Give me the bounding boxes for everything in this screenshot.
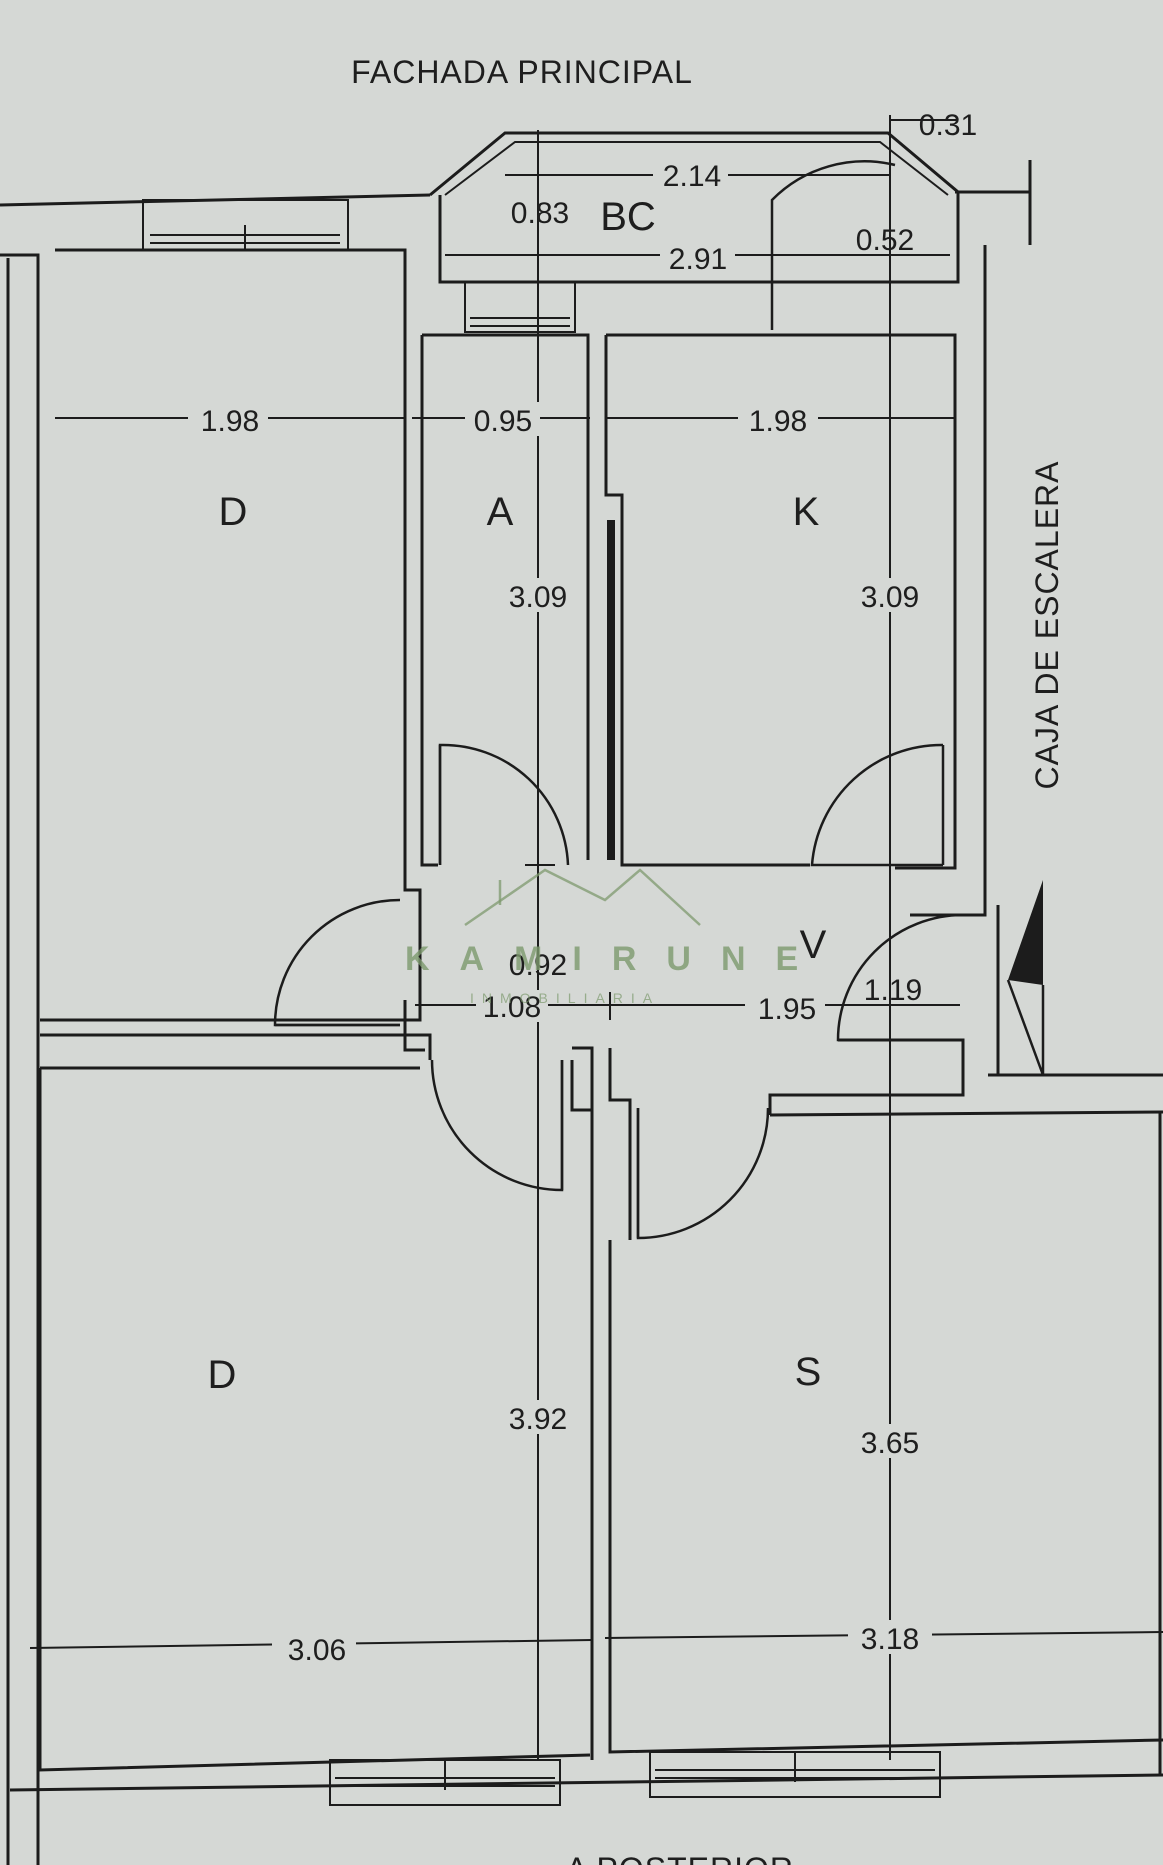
labels: FACHADA PRINCIPAL CAJA DE ESCALERA A POS… xyxy=(188,54,1065,1865)
dim-s-height: 3.65 xyxy=(861,1427,919,1460)
dim-bc-top: 2.14 xyxy=(663,160,721,193)
dim-hall-depth: 0.92 xyxy=(509,949,567,982)
door-swings xyxy=(273,160,964,1240)
room-label-s: S xyxy=(795,1350,822,1394)
room-label-a: A xyxy=(487,490,514,534)
room-label-d-top: D xyxy=(219,490,248,534)
dim-bc-bottom: 2.91 xyxy=(669,243,727,276)
dim-s-width: 3.18 xyxy=(861,1623,919,1656)
dimension-lines xyxy=(29,115,1163,1760)
watermark: KAMIRUNE INMOBILIARIA xyxy=(405,868,828,1006)
dim-hall-right: 1.19 xyxy=(864,974,922,1007)
room-label-d-bottom: D xyxy=(208,1353,237,1397)
windows xyxy=(142,199,941,1806)
room-label-v: V xyxy=(800,923,827,967)
dim-hall-left: 1.08 xyxy=(483,991,541,1024)
room-label-k: K xyxy=(793,490,820,534)
dim-hall-mid: 1.95 xyxy=(758,993,816,1026)
dim-a-width: 0.95 xyxy=(474,405,532,438)
walls xyxy=(0,131,1163,1865)
dim-d-bottom-height: 3.92 xyxy=(509,1403,567,1436)
dim-d-bottom-width: 3.06 xyxy=(288,1634,346,1667)
watermark-subtitle: INMOBILIARIA xyxy=(470,990,660,1006)
dim-bc-right: 0.52 xyxy=(856,224,914,257)
dim-a-height: 3.09 xyxy=(509,581,567,614)
watermark-roof-icon xyxy=(464,868,701,927)
stair-box-label: CAJA DE ESCALERA xyxy=(1029,461,1065,790)
rear-facade-label: A POSTERIOR xyxy=(566,1851,794,1865)
watermark-name: KAMIRUNE xyxy=(405,940,828,978)
dim-k-width: 1.98 xyxy=(749,405,807,438)
dim-bc-left: 0.83 xyxy=(511,197,569,230)
dim-d-top-width: 1.98 xyxy=(201,405,259,438)
facade-label: FACHADA PRINCIPAL xyxy=(351,54,693,90)
dim-bc-offset: 0.31 xyxy=(919,109,977,142)
stair-arrow-icon xyxy=(1006,880,1045,1076)
dim-k-height: 3.09 xyxy=(861,581,919,614)
room-label-bc: BC xyxy=(600,195,656,239)
